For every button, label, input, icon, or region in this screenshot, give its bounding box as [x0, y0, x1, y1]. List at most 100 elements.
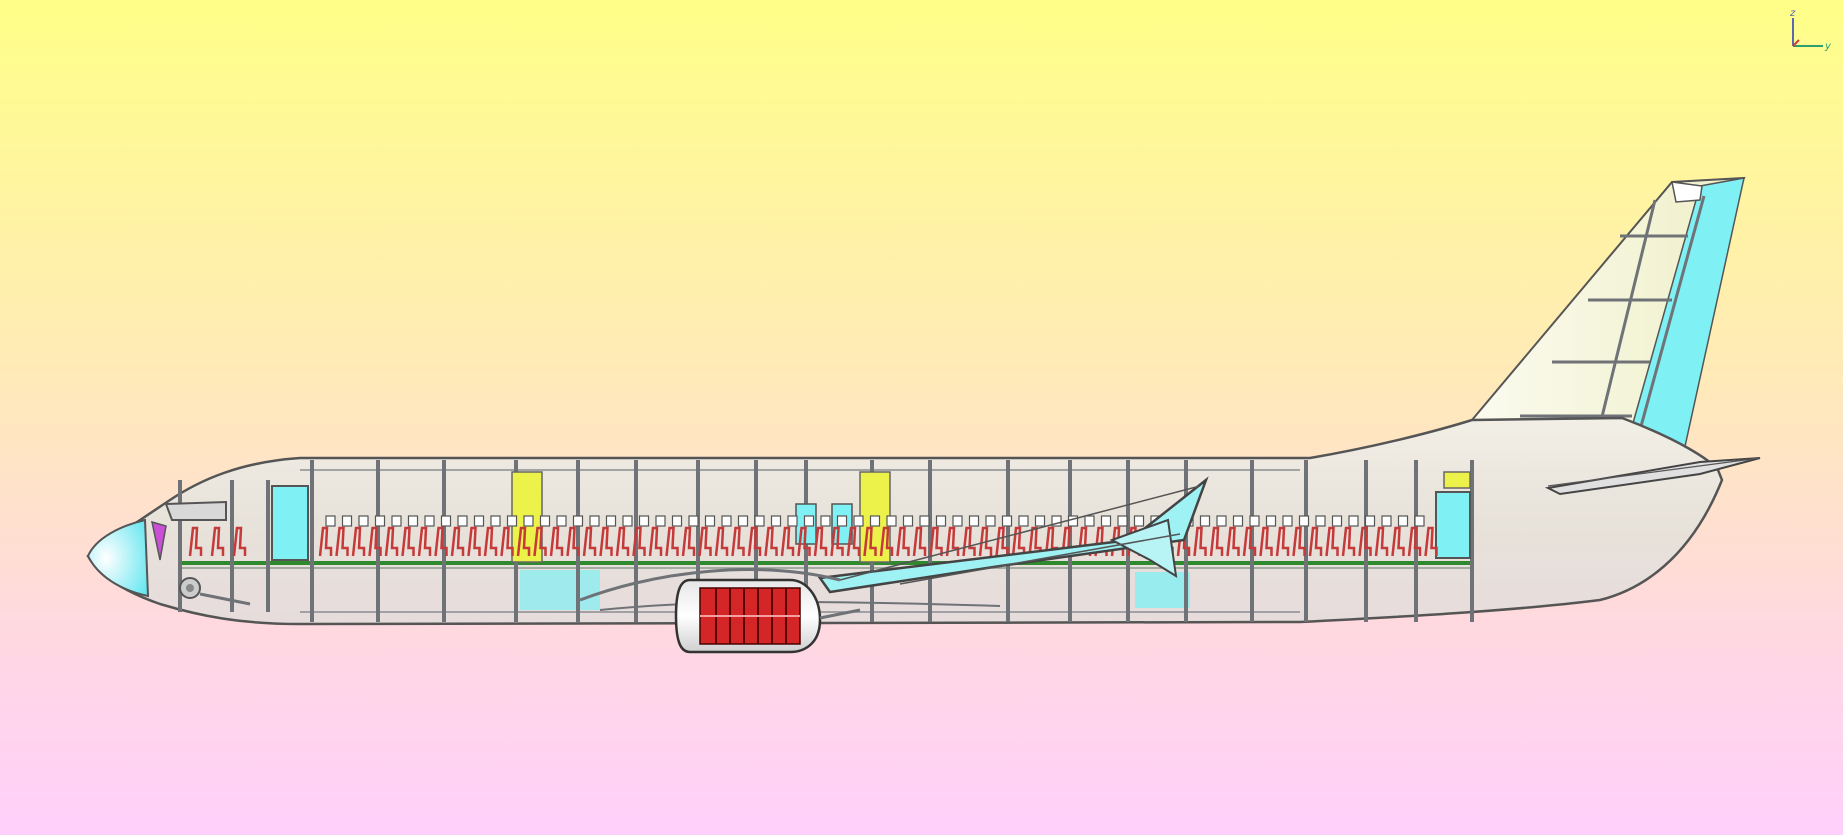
- window: [770, 515, 782, 527]
- window: [1067, 515, 1079, 527]
- forward-galley-panel: [271, 485, 309, 561]
- window: [1381, 515, 1392, 527]
- seat-icon: [384, 526, 399, 557]
- seat-icon: [681, 526, 696, 557]
- seat-icon: [962, 526, 976, 557]
- seat-icon: [351, 526, 366, 557]
- seat-icon: [1292, 526, 1306, 557]
- window: [952, 515, 963, 527]
- x-axis: [1792, 39, 1800, 47]
- window: [1117, 515, 1128, 527]
- seat-icon: [912, 526, 927, 557]
- window: [622, 515, 633, 527]
- window: [886, 515, 897, 527]
- window: [473, 515, 485, 527]
- window: [902, 515, 914, 527]
- seat-icon: [1011, 526, 1026, 557]
- seat-icon: [797, 526, 811, 557]
- window: [754, 515, 765, 527]
- seat-icon: [1193, 526, 1207, 557]
- window: [1331, 515, 1343, 527]
- seat-icon: [879, 526, 894, 557]
- window: [1348, 515, 1359, 527]
- seat-icon: [417, 526, 432, 557]
- window: [638, 515, 650, 527]
- door-icon: [1443, 471, 1471, 489]
- wing[interactable]: [579, 476, 1209, 611]
- window: [523, 515, 534, 527]
- window: [506, 515, 518, 527]
- seat-icon: [1391, 526, 1405, 557]
- window: [589, 515, 600, 527]
- seat-icon: [896, 526, 910, 557]
- window: [1100, 515, 1112, 527]
- seat-icon: [318, 526, 333, 557]
- cockpit[interactable]: [86, 500, 251, 606]
- seat-icon: [1275, 526, 1290, 557]
- seat-icon: [1226, 526, 1240, 557]
- window: [1001, 515, 1013, 527]
- engine-nacelle[interactable]: [674, 578, 861, 654]
- seat-icon: [1242, 526, 1257, 557]
- seat-icon: [714, 526, 729, 557]
- seat-icon: [1341, 526, 1356, 557]
- window: [391, 515, 402, 527]
- cockpit-window: [151, 520, 167, 561]
- seat-icon: [582, 526, 597, 557]
- window: [1199, 515, 1211, 527]
- window: [341, 515, 353, 527]
- seat-icon: [665, 526, 679, 557]
- window: [440, 515, 452, 527]
- window: [1315, 515, 1326, 527]
- seat-icon: [516, 526, 531, 557]
- seat-icon: [1259, 526, 1273, 557]
- seat-icon: [450, 526, 465, 557]
- seat-icon: [210, 526, 225, 557]
- window: [655, 515, 666, 527]
- axis-triad-icon: z y: [1789, 8, 1832, 52]
- window: [325, 515, 336, 527]
- window: [1364, 515, 1376, 527]
- window: [671, 515, 683, 527]
- seat-icon: [648, 526, 663, 557]
- seat-icon: [698, 526, 712, 557]
- window: [407, 515, 419, 527]
- vertical-stabilizer[interactable]: [1470, 176, 1746, 464]
- window: [424, 515, 435, 527]
- window: [985, 515, 996, 527]
- seat-icon: [764, 526, 778, 557]
- window: [869, 515, 881, 527]
- seat-icon: [780, 526, 795, 557]
- seat-icon: [434, 526, 448, 557]
- seat-icon: [632, 526, 646, 557]
- seat-icon: [615, 526, 630, 557]
- seat-icon: [566, 526, 580, 557]
- seat-icon: [846, 526, 861, 557]
- nose-cone-icon: [86, 518, 150, 598]
- window: [688, 515, 699, 527]
- window: [820, 515, 831, 527]
- seat-icon: [1325, 526, 1339, 557]
- window: [1298, 515, 1310, 527]
- seat-icon: [335, 526, 349, 557]
- seat-icon: [188, 526, 203, 557]
- seat-icon: [232, 526, 247, 557]
- window: [704, 515, 716, 527]
- window: [836, 515, 848, 527]
- window: [737, 515, 749, 527]
- window: [1414, 515, 1425, 527]
- seat-icon: [533, 526, 547, 557]
- z-axis-label: z: [1789, 8, 1796, 19]
- window-row: [325, 515, 1425, 527]
- window: [457, 515, 468, 527]
- window: [1216, 515, 1227, 527]
- window: [1397, 515, 1409, 527]
- window: [1051, 515, 1062, 527]
- window: [1265, 515, 1277, 527]
- y-axis-label: y: [1824, 41, 1832, 52]
- window: [919, 515, 930, 527]
- seat-icon: [1028, 526, 1042, 557]
- horizontal-stabilizer[interactable]: [1544, 457, 1761, 496]
